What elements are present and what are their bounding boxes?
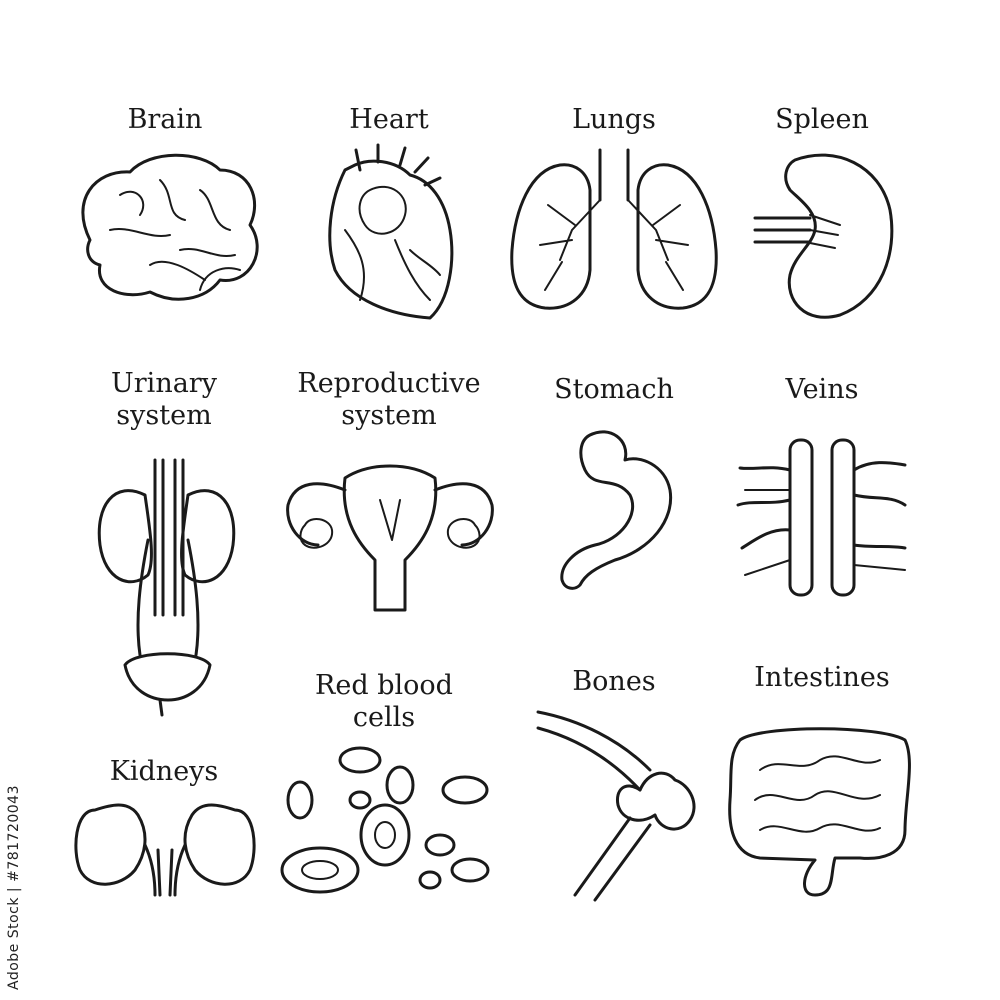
label-reproductive-line1: Reproductive <box>297 368 481 399</box>
label-brain: Brain <box>127 104 203 135</box>
heart-icon <box>328 143 454 320</box>
label-reproductive-line2: system <box>341 400 437 432</box>
reproductive-system-icon <box>286 464 494 612</box>
label-heart: Heart <box>349 104 429 135</box>
label-veins: Veins <box>785 374 859 405</box>
label-bones: Bones <box>572 666 656 697</box>
brain-icon <box>81 153 259 301</box>
label-urinary-line2: system <box>116 400 212 432</box>
label-urinary-system: Urinary system <box>111 368 217 433</box>
label-reproductive-system: Reproductive system <box>297 368 480 433</box>
intestines-icon <box>728 727 911 897</box>
veins-icon <box>736 438 907 597</box>
label-lungs: Lungs <box>572 104 656 135</box>
bones-icon <box>536 710 696 902</box>
label-kidneys: Kidneys <box>109 756 219 787</box>
kidneys-icon <box>74 803 256 897</box>
urinary-system-icon <box>97 458 236 717</box>
label-urinary-line1: Urinary <box>111 368 217 399</box>
red-blood-cells-icon <box>280 746 490 894</box>
label-rbc-line1: Red blood <box>315 670 453 701</box>
stomach-icon <box>560 430 673 590</box>
lungs-icon <box>510 148 718 310</box>
spleen-icon <box>753 153 894 319</box>
label-rbc-line2: cells <box>352 702 416 734</box>
label-spleen: Spleen <box>775 104 869 135</box>
label-red-blood-cells: Red blood cells <box>315 670 453 735</box>
label-stomach: Stomach <box>554 374 674 405</box>
label-intestines: Intestines <box>754 662 890 693</box>
